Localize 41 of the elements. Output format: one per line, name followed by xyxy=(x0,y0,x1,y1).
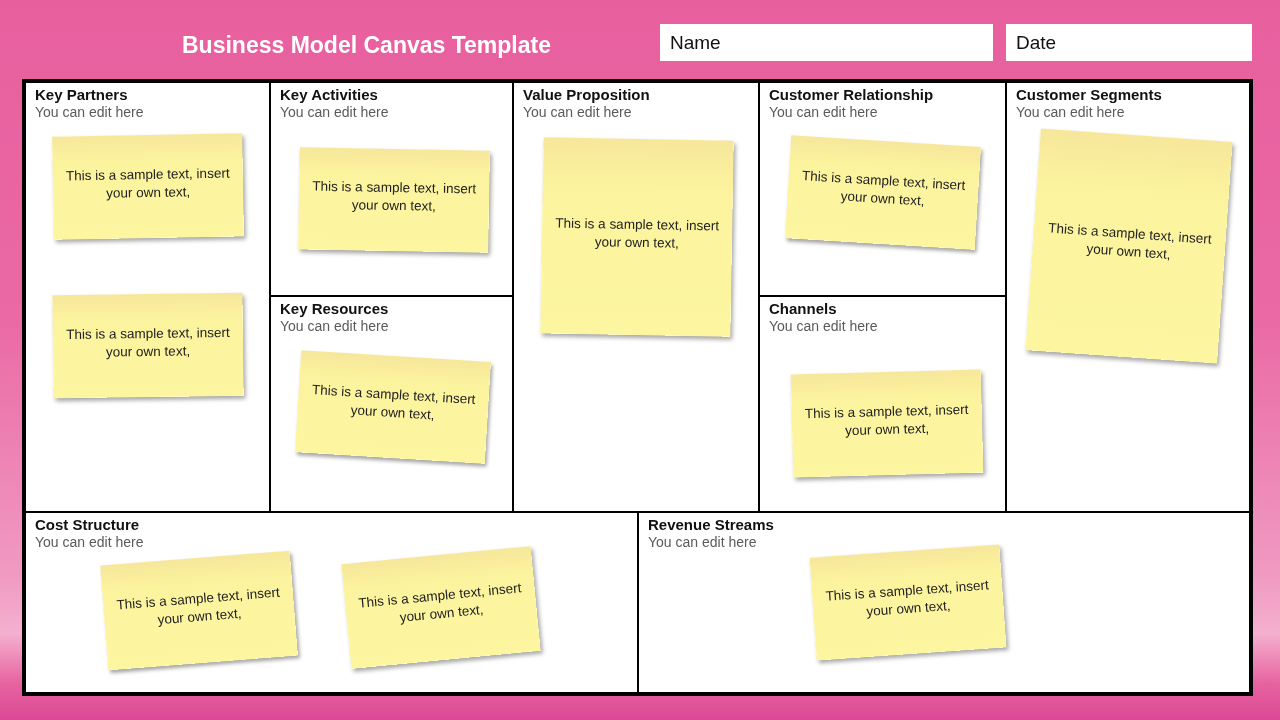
canvas-section xyxy=(25,512,638,693)
section-subtitle: You can edit here xyxy=(280,318,389,335)
input-field: Date xyxy=(1006,24,1252,61)
section-heading: Value Proposition xyxy=(523,86,650,104)
page-title: Business Model Canvas Template xyxy=(182,31,551,60)
canvas-section xyxy=(759,296,1006,512)
section-heading: Revenue Streams xyxy=(648,516,774,534)
sticky-note: This is a sample text, insert your own text, xyxy=(1025,128,1233,364)
canvas-section xyxy=(25,82,270,512)
section-heading: Customer Relationship xyxy=(769,86,934,104)
sticky-note: This is a sample text, insert your own text, xyxy=(341,545,541,669)
canvas-section xyxy=(270,296,513,512)
section-subtitle: You can edit here xyxy=(35,534,144,551)
sticky-note: This is a sample text, insert your own text, xyxy=(52,132,244,240)
section-heading: Key Activities xyxy=(280,86,378,104)
section-heading: Key Partners xyxy=(35,86,128,104)
section-subtitle: You can edit here xyxy=(280,104,389,121)
sticky-note: This is a sample text, insert your own text, xyxy=(809,544,1007,660)
section-subtitle: You can edit here xyxy=(648,534,757,551)
sticky-note: This is a sample text, insert your own text, xyxy=(790,369,984,477)
sticky-note: This is a sample text, insert your own text, xyxy=(295,350,491,464)
sticky-note: This is a sample text, insert your own text, xyxy=(52,292,244,398)
canvas-section xyxy=(638,512,1250,693)
section-subtitle: You can edit here xyxy=(769,104,878,121)
sticky-note: This is a sample text, insert your own text, xyxy=(785,134,981,250)
sticky-note: This is a sample text, insert your own text, xyxy=(100,550,298,670)
canvas-section xyxy=(1006,82,1250,512)
section-heading: Cost Structure xyxy=(35,516,140,534)
section-subtitle: You can edit here xyxy=(523,104,632,121)
section-heading: Customer Segments xyxy=(1016,86,1162,104)
section-subtitle: You can edit here xyxy=(35,104,144,121)
sticky-note: This is a sample text, insert your own text, xyxy=(298,147,490,253)
input-field: Name xyxy=(660,24,993,61)
canvas-section xyxy=(270,82,513,296)
canvas-section xyxy=(759,82,1006,296)
section-heading: Channels xyxy=(769,300,837,318)
section-heading: Key Resources xyxy=(280,300,389,318)
section-subtitle: You can edit here xyxy=(1016,104,1125,121)
canvas-section xyxy=(513,82,759,512)
section-subtitle: You can edit here xyxy=(769,318,878,335)
sticky-note: This is a sample text, insert your own text, xyxy=(540,137,734,337)
